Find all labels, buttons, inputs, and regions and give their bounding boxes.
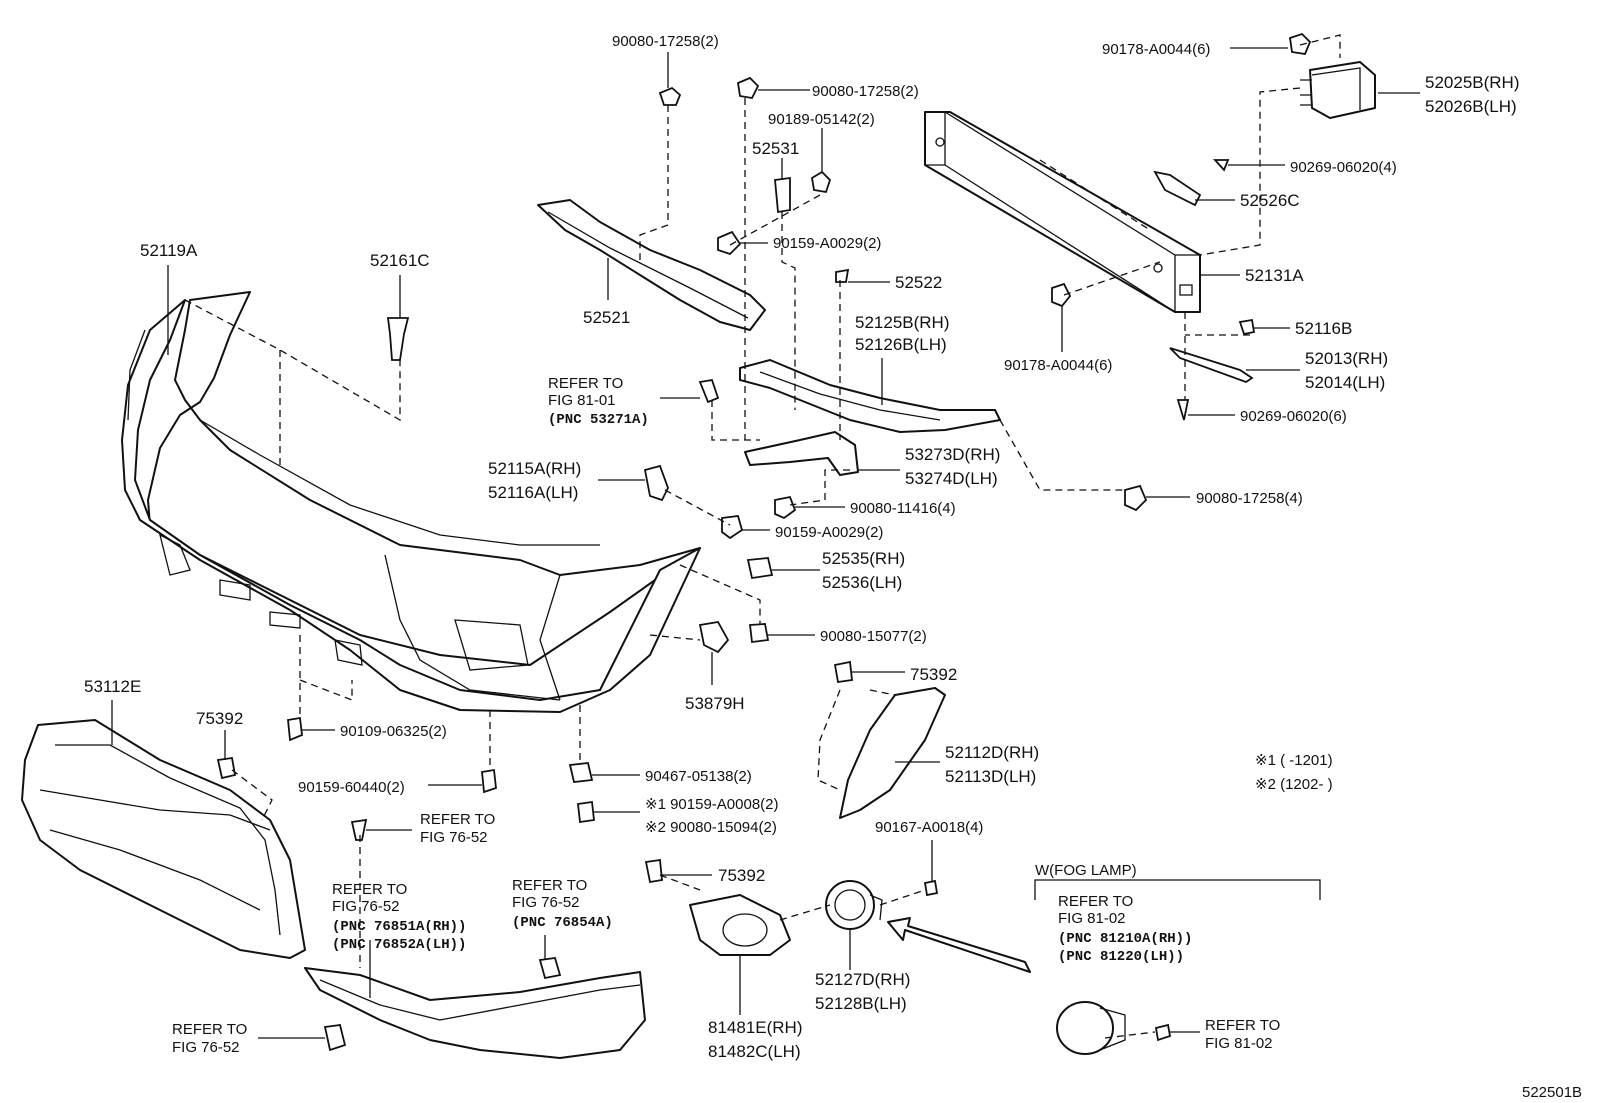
fog-lamp-option	[1056, 1001, 1126, 1055]
label-90109-06325: 90109-06325(2)	[340, 723, 447, 740]
note-2: ※2 (1202- )	[1255, 776, 1333, 793]
fasteners	[216, 32, 1312, 1052]
label-90159-a0029-a: 90159-A0029(2)	[773, 235, 881, 252]
side-bracket-52125b	[739, 359, 1001, 433]
label-90178-a0044-a: 90178-A0044(6)	[1102, 41, 1210, 58]
grille-53112e	[21, 719, 306, 959]
label-52161c: 52161C	[370, 251, 430, 270]
label-90159-a0029-b: 90159-A0029(2)	[775, 524, 883, 541]
bracket-52025b	[1300, 61, 1376, 119]
ref6-line4: (PNC 81220(LH))	[1058, 949, 1184, 965]
lower-spoiler	[304, 967, 646, 1059]
bracket-53273d	[744, 431, 859, 476]
ref6-line3: (PNC 81210A(RH))	[1058, 931, 1192, 947]
label-81481e: 81481E(RH)	[708, 1018, 803, 1037]
ref4-line2: FIG 76-52	[512, 894, 580, 911]
label-75392-c: 75392	[718, 866, 765, 885]
label-52119a: 52119A	[140, 241, 198, 260]
label-90178-a0044-b: 90178-A0044(6)	[1004, 357, 1112, 374]
ref2-line1: REFER TO	[420, 811, 495, 828]
label-52125b: 52125B(RH)	[855, 313, 950, 332]
assembly-lines	[184, 34, 1341, 1039]
label-52116b: 52116B	[1295, 319, 1352, 338]
ref4-line1: REFER TO	[512, 877, 587, 894]
ref6-line1: REFER TO	[1058, 893, 1133, 910]
reinforcement-52131a	[924, 111, 1201, 313]
direction-arrow	[887, 917, 1031, 973]
applicability-notes: ※1 ( -1201) ※2 (1202- ) W(FOG LAMP)	[1035, 752, 1333, 879]
label-90080-15094: ※2 90080-15094(2)	[645, 819, 777, 836]
side-panel-52112d	[817, 687, 946, 819]
label-52116a: 52116A(LH)	[488, 483, 578, 502]
ref6-line2: FIG 81-02	[1058, 910, 1126, 927]
label-52126b: 52126B(LH)	[855, 335, 947, 354]
label-52536: 52536(LH)	[822, 573, 902, 592]
ref1-line1: REFER TO	[548, 375, 623, 392]
label-90269-06020-a: 90269-06020(4)	[1290, 159, 1397, 176]
label-90080-17258-4: 90080-17258(4)	[1196, 490, 1303, 507]
label-52014: 52014(LH)	[1305, 373, 1385, 392]
label-75392-b: 75392	[196, 709, 243, 728]
ref1-line2: FIG 81-01	[548, 392, 616, 409]
label-52521: 52521	[583, 308, 630, 327]
label-52531: 52531	[752, 139, 799, 158]
label-90159-a0008: ※1 90159-A0008(2)	[645, 796, 779, 813]
label-90080-15077: 90080-15077(2)	[820, 628, 927, 645]
fog-lamp-frame	[1034, 879, 1321, 900]
note-1: ※1 ( -1201)	[1255, 752, 1333, 769]
ref7-line1: REFER TO	[1205, 1017, 1280, 1034]
label-52535: 52535(RH)	[822, 549, 905, 568]
label-53112e: 53112E	[84, 677, 141, 696]
ref5-line2: FIG 76-52	[172, 1039, 240, 1056]
ref2-line2: FIG 76-52	[420, 829, 488, 846]
ref7-line2: FIG 81-02	[1205, 1035, 1273, 1052]
label-52127d: 52127D(RH)	[815, 970, 910, 989]
fog-lamp-52127d	[825, 880, 883, 930]
label-53274d: 53274D(LH)	[905, 469, 998, 488]
ref4-line3: (PNC 76854A)	[512, 915, 613, 931]
leader-lines	[111, 47, 1420, 1039]
label-52112d: 52112D(RH)	[945, 743, 1039, 762]
label-90167-a0018: 90167-A0018(4)	[875, 819, 983, 836]
label-53879h: 53879H	[685, 694, 745, 713]
ref3-line3: (PNC 76851A(RH))	[332, 919, 466, 935]
label-52131a: 52131A	[1245, 266, 1304, 285]
label-52128b: 52128B(LH)	[815, 994, 907, 1013]
label-52113d: 52113D(LH)	[945, 767, 1036, 786]
label-90159-60440: 90159-60440(2)	[298, 779, 405, 796]
label-52526c: 52526C	[1240, 191, 1300, 210]
label-90467-05138: 90467-05138(2)	[645, 768, 752, 785]
label-75392-a: 75392	[910, 665, 957, 684]
diagram-id: 522501B	[1522, 1084, 1582, 1101]
fog-bezel-81481e	[689, 894, 791, 956]
label-90080-17258-a: 90080-17258(2)	[612, 33, 719, 50]
label-81482c: 81482C(LH)	[708, 1042, 801, 1061]
ref3-line4: (PNC 76852A(LH))	[332, 937, 466, 953]
label-52026b: 52026B(LH)	[1425, 97, 1517, 116]
label-52115a: 52115A(RH)	[488, 459, 581, 478]
label-90080-17258-b: 90080-17258(2)	[812, 83, 919, 100]
label-90080-11416: 90080-11416(4)	[850, 500, 956, 517]
label-90269-06020-b: 90269-06020(6)	[1240, 408, 1347, 425]
fog-lamp-title: W(FOG LAMP)	[1035, 862, 1137, 879]
label-52025b: 52025B(RH)	[1425, 73, 1520, 92]
part-labels: 90080-17258(2) 90080-17258(2) 90189-0514…	[84, 33, 1582, 1101]
bumper-cover-52119a	[121, 291, 701, 713]
label-52522: 52522	[895, 273, 942, 292]
bumper-bracket-52521	[537, 199, 766, 331]
ref5-line1: REFER TO	[172, 1021, 247, 1038]
refer-notes: REFER TO FIG 81-01 (PNC 53271A) REFER TO…	[172, 375, 1280, 1056]
label-53273d: 53273D(RH)	[905, 445, 1000, 464]
ref1-line3: (PNC 53271A)	[548, 412, 649, 428]
ref3-line2: FIG 76-52	[332, 898, 400, 915]
label-52013: 52013(RH)	[1305, 349, 1388, 368]
ref3-line1: REFER TO	[332, 881, 407, 898]
label-90189-05142: 90189-05142(2)	[768, 111, 875, 128]
